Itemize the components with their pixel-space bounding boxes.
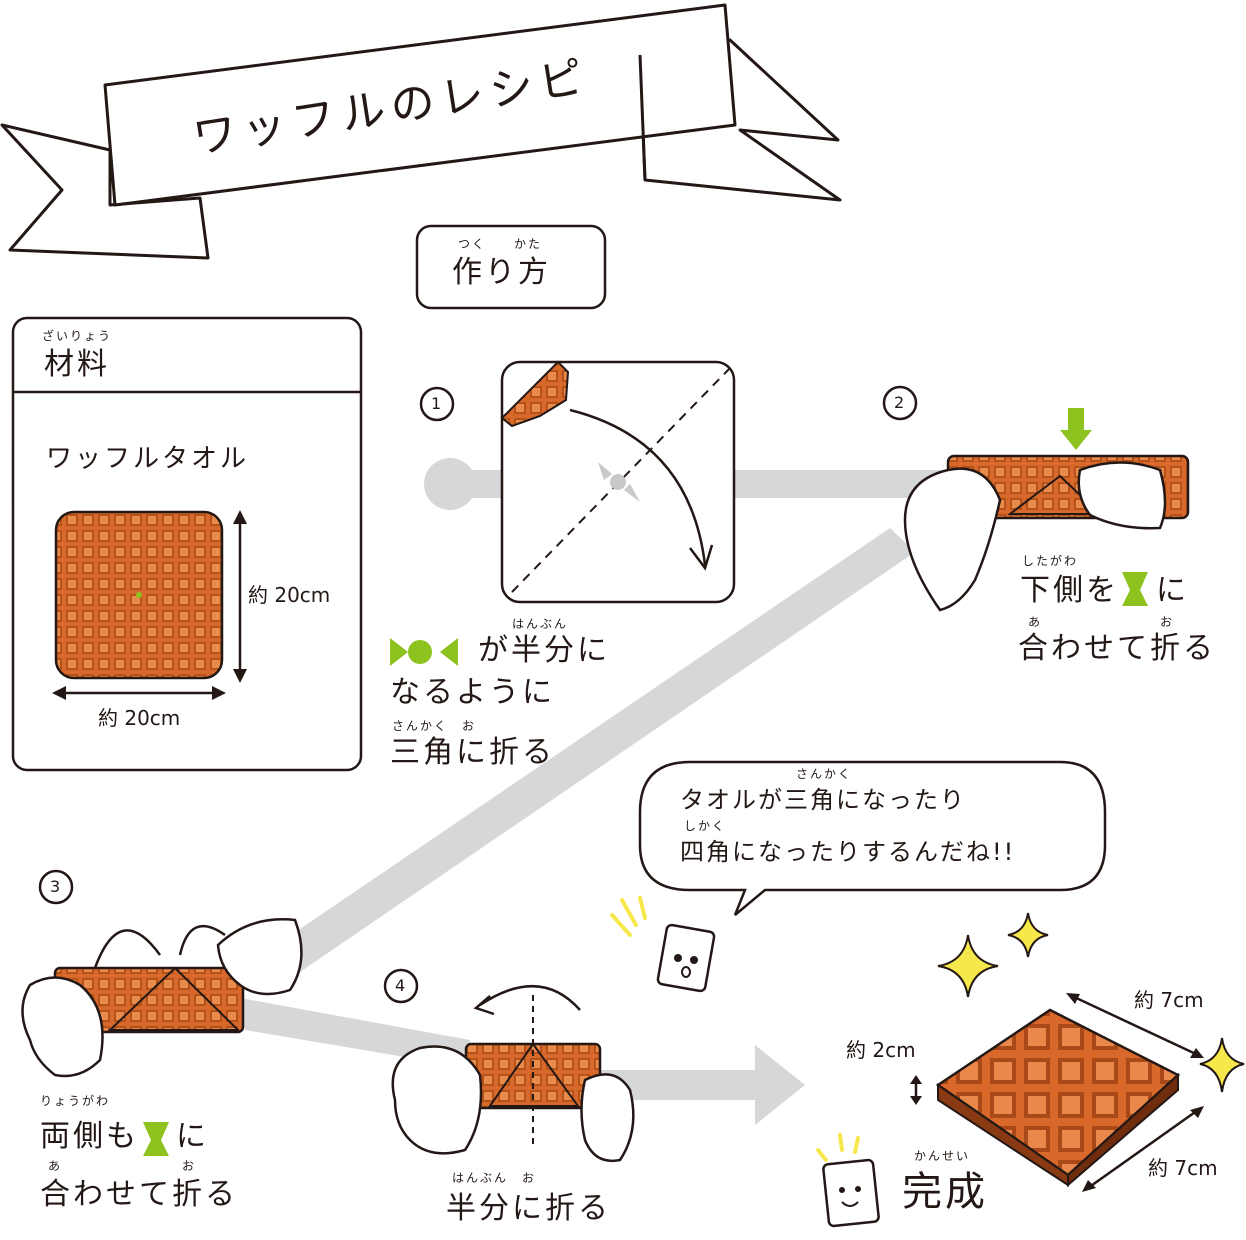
step4-waffle — [391, 985, 635, 1163]
sparkle-icons — [937, 912, 1245, 1093]
step2-ruby-2: あ — [1028, 615, 1043, 629]
left-hand-icon — [903, 467, 1002, 612]
result-dim-height: 約 2cm — [846, 1038, 916, 1062]
material-height-label: 約 20cm — [248, 583, 331, 607]
speech-bubble — [638, 760, 1107, 916]
step1-number: 1 — [431, 394, 442, 413]
step1-ruby-1: はんぶん — [512, 617, 569, 631]
finished-waffle — [910, 993, 1204, 1192]
step2-ruby-3: お — [1160, 615, 1175, 629]
materials-panel — [11, 316, 363, 772]
step2-line-2: に — [1156, 573, 1189, 608]
step1-towel — [500, 360, 736, 604]
materials-heading: 材料 — [44, 347, 110, 382]
step3-ruby-3: お — [182, 1159, 197, 1173]
right-hand-icon — [580, 1073, 635, 1163]
speech-ruby-1: さんかく — [796, 767, 853, 781]
speech-line-2: 四角になったりするんだね!! — [680, 838, 1016, 866]
candy-center-icon — [598, 462, 640, 502]
result-dim-side: 約 7cm — [1148, 1156, 1218, 1180]
step3-number-circle — [38, 869, 74, 905]
step1-line-3: 三角に折る — [390, 735, 555, 770]
half-candy-icon-step3 — [143, 1122, 169, 1156]
step4-number-circle — [383, 968, 419, 1004]
step3-ruby-2: あ — [48, 1159, 63, 1173]
towel-mascot-smiling — [816, 1133, 880, 1228]
material-item-label: ワッフルタオル — [46, 444, 250, 474]
step4-ruby-1: はんぶん お — [452, 1171, 537, 1185]
step1-line-1: が半分に — [478, 633, 610, 668]
right-hand-icon — [216, 918, 303, 996]
method-box — [415, 224, 607, 310]
step4-line-1: 半分に折る — [446, 1191, 611, 1226]
step3-line-1: 両側も — [40, 1119, 139, 1154]
left-hand-icon — [391, 1045, 483, 1155]
left-hand-icon — [21, 976, 104, 1078]
step3-line-2: に — [176, 1119, 209, 1154]
step3-line-3: 合わせて折る — [40, 1177, 238, 1212]
step2-line-3: 合わせて折る — [1018, 631, 1216, 666]
step3-waffle — [21, 918, 303, 1078]
speech-line-1: タオルが三角になったり — [680, 786, 966, 814]
step2-number-circle — [882, 385, 918, 421]
method-ruby: つく かた — [458, 237, 543, 251]
half-candy-icon-step2 — [1122, 572, 1148, 606]
down-arrow-icon — [1060, 408, 1092, 450]
speech-ruby-2: しかく — [684, 819, 727, 833]
method-label: 作り方 — [452, 255, 551, 290]
result-dim-top: 約 7cm — [1134, 988, 1204, 1012]
center-mark-icon — [136, 592, 142, 598]
step1-ruby-2: さんかく お — [392, 719, 477, 733]
right-hand-icon — [1077, 461, 1167, 530]
result-ruby: かんせい — [914, 1149, 971, 1163]
title-ribbon — [0, 3, 842, 260]
step3-number: 3 — [50, 877, 61, 896]
step2-waffle — [903, 408, 1190, 612]
towel-mascot-surprised — [610, 896, 716, 993]
candy-icon — [390, 638, 458, 666]
step1-line-2: なるように — [390, 675, 555, 710]
step2-line-1: 下側を — [1020, 573, 1119, 608]
step2-ruby-1: したがわ — [1022, 554, 1079, 568]
material-width-label: 約 20cm — [98, 706, 181, 730]
materials-heading-ruby: ざいりょう — [42, 329, 113, 343]
step2-number: 2 — [894, 393, 905, 412]
step3-ruby-1: りょうがわ — [40, 1094, 111, 1108]
step4-number: 4 — [395, 976, 406, 995]
step1-number-circle — [419, 386, 455, 422]
result-label: 完成 — [902, 1169, 988, 1215]
